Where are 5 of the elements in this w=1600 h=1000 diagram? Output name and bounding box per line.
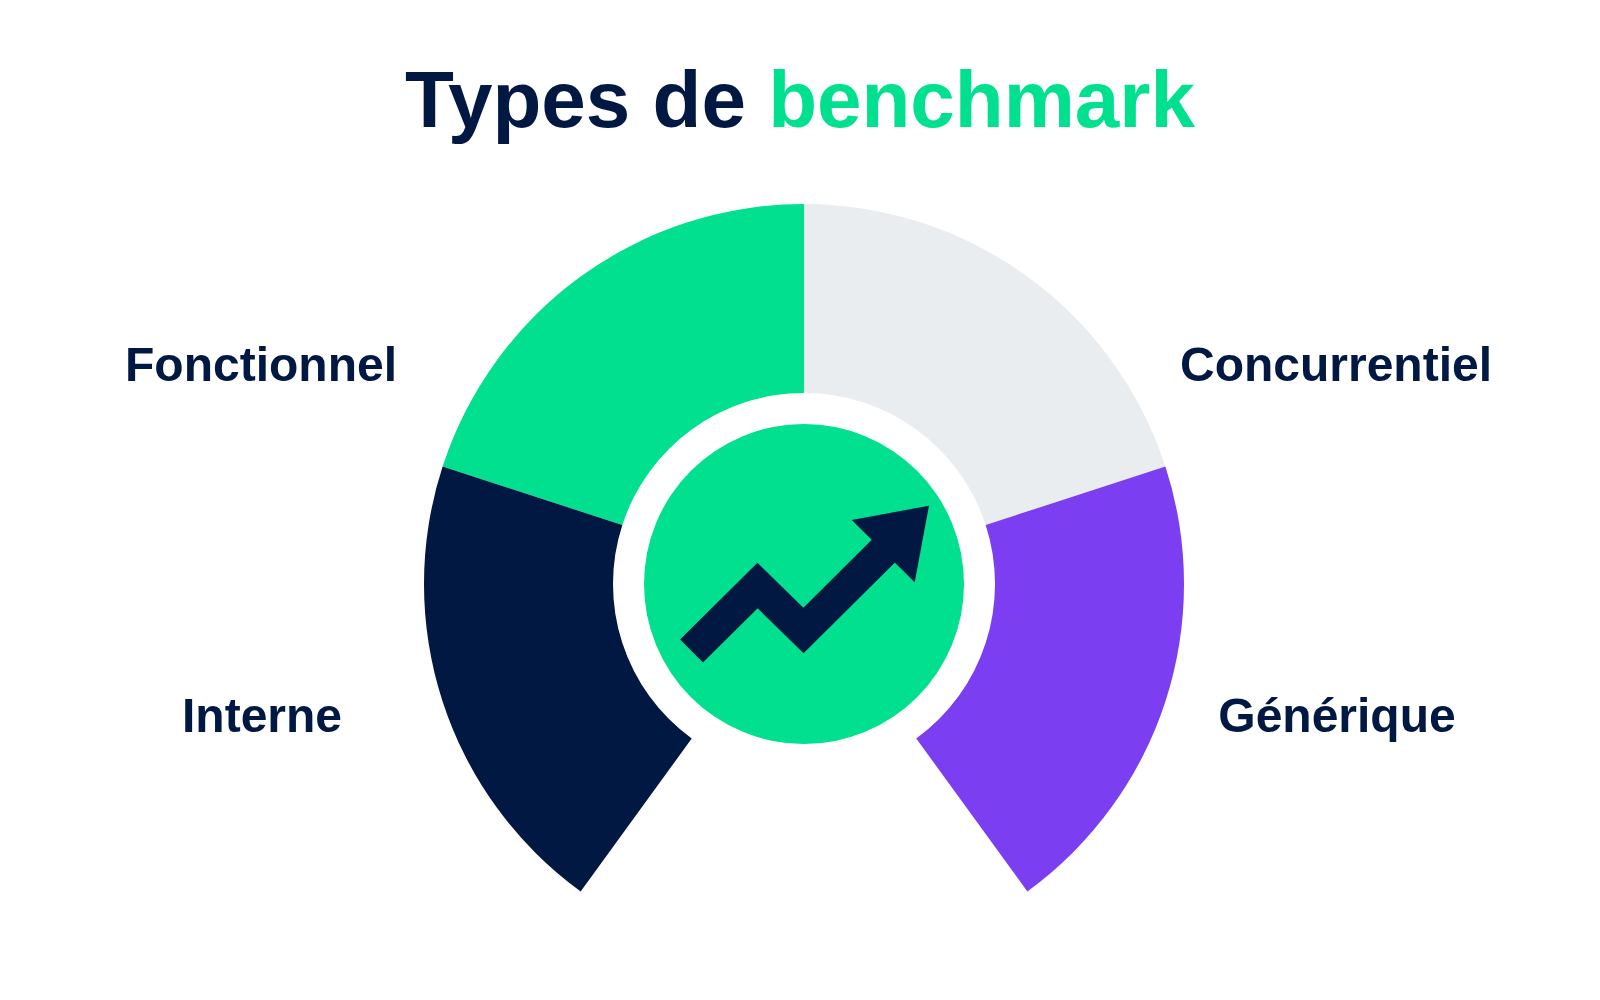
segment-label: Concurrentiel (1180, 337, 1492, 393)
segment-label: Fonctionnel (125, 337, 397, 393)
segment-label: Générique (1218, 688, 1456, 744)
segment-label: Interne (182, 688, 342, 744)
diagram-title: Types de benchmark (405, 54, 1195, 146)
